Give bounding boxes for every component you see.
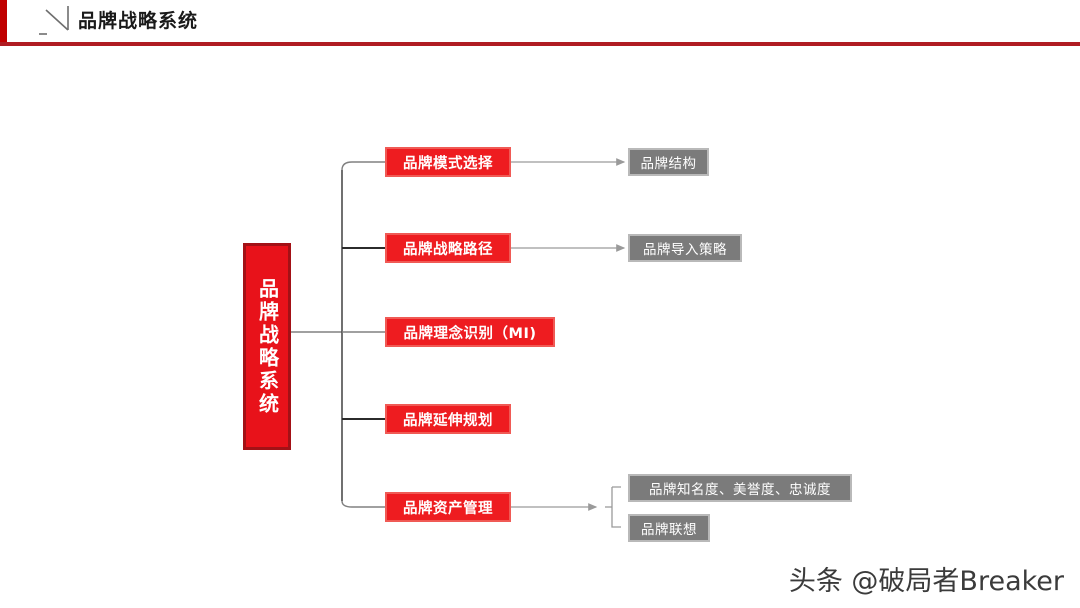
node-label: 品牌资产管理 [403, 500, 493, 517]
root-node-brand-strategy-system[interactable]: 品牌战略系统 [243, 243, 291, 450]
node-brand-structure[interactable]: 品牌结构 [628, 148, 709, 176]
node-brand-association[interactable]: 品牌联想 [628, 514, 710, 542]
node-label: 品牌战略路径 [403, 241, 493, 258]
node-brand-strategy-path[interactable]: 品牌战略路径 [385, 233, 511, 263]
node-brand-mode-selection[interactable]: 品牌模式选择 [385, 147, 511, 177]
root-node-label: 品牌战略系统 [255, 277, 280, 416]
pencil-slash-icon [36, 4, 74, 40]
watermark: 头条 @破局者Breaker [788, 566, 1064, 597]
node-label: 品牌联想 [641, 522, 697, 538]
page-title: 品牌战略系统 [78, 10, 199, 32]
node-label: 品牌模式选择 [403, 155, 493, 172]
node-label: 品牌结构 [640, 156, 697, 172]
header-divider-rule [0, 42, 1080, 46]
node-label: 品牌延伸规划 [403, 412, 493, 429]
node-label: 品牌导入策略 [643, 242, 727, 258]
diagram-canvas: 品牌战略系统 品牌模式选择 品牌战略路径 品牌理念识别（MI) 品牌延伸规划 品… [0, 46, 1080, 608]
page-header: 品牌战略系统 [0, 0, 1080, 46]
node-label: 品牌理念识别（MI) [403, 325, 537, 342]
node-brand-asset-management[interactable]: 品牌资产管理 [385, 492, 511, 522]
node-label: 品牌知名度、美誉度、忠诚度 [649, 482, 831, 498]
node-brand-extension-planning[interactable]: 品牌延伸规划 [385, 404, 511, 434]
node-brand-awareness-reputation-loyalty[interactable]: 品牌知名度、美誉度、忠诚度 [628, 474, 852, 502]
connector-lines [291, 158, 626, 528]
header-accent-bar [0, 0, 7, 45]
node-brand-concept-identity-mi[interactable]: 品牌理念识别（MI) [385, 317, 555, 347]
node-brand-introduction-strategy[interactable]: 品牌导入策略 [628, 234, 742, 262]
